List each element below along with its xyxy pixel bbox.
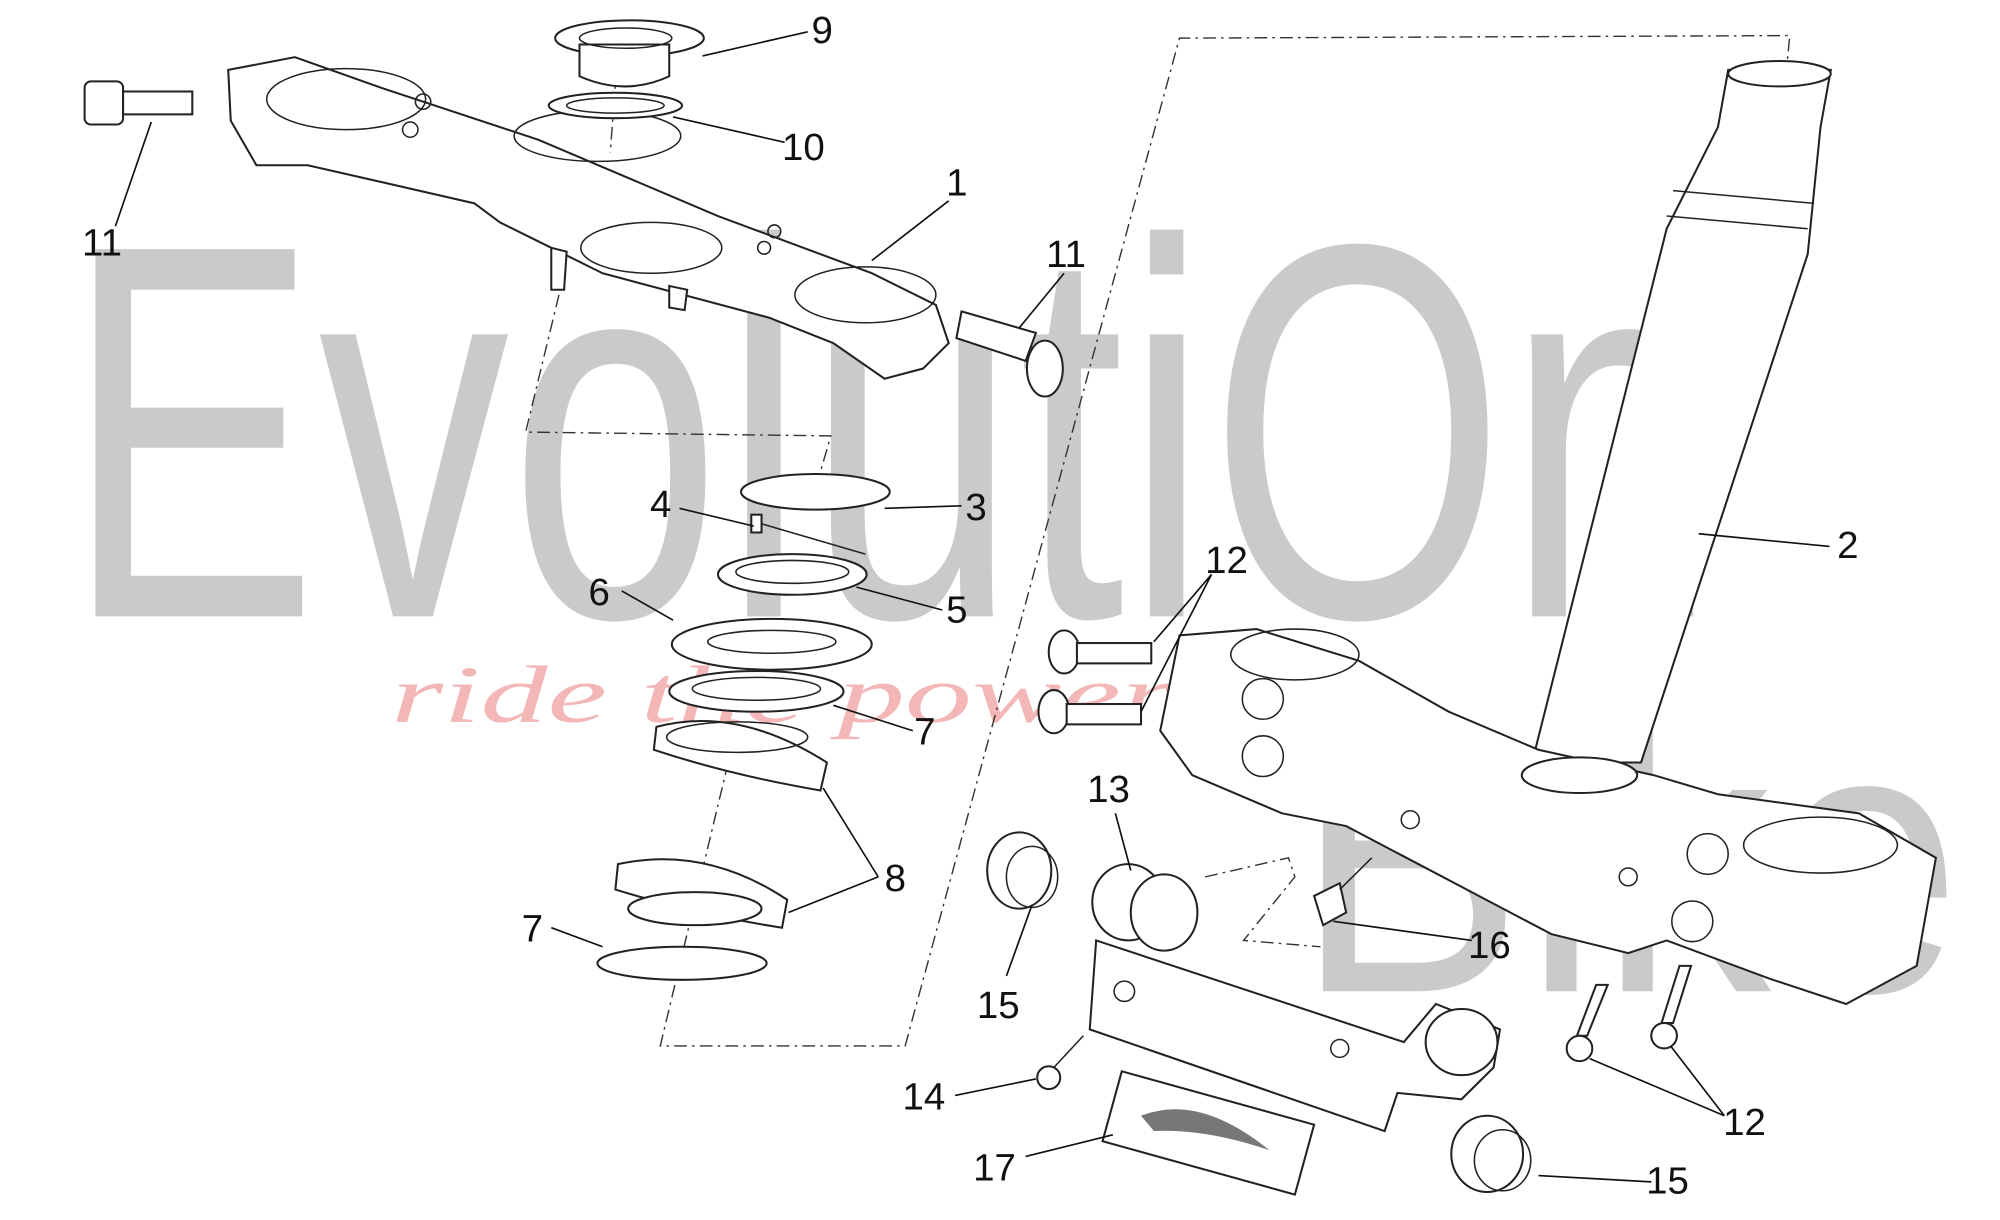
callout-6: 6 (588, 571, 609, 614)
callout-2: 2 (1837, 524, 1858, 567)
part-bracket (1088, 939, 1502, 1133)
callout-11-left: 11 (82, 222, 122, 265)
callout-1: 1 (946, 162, 967, 205)
callout-5: 5 (946, 589, 967, 632)
callout-15-right: 15 (1646, 1159, 1689, 1202)
callout-14: 14 (903, 1076, 946, 1119)
part-cap-nut (554, 19, 705, 88)
part-upper-triple-clamp (227, 56, 950, 380)
part-bearing-stack (596, 473, 891, 981)
callout-10: 10 (782, 126, 825, 169)
part-bushings (986, 831, 1532, 1194)
part-screw-left (83, 80, 194, 126)
callout-15-left: 15 (977, 984, 1020, 1027)
callout-7-upper: 7 (914, 711, 935, 754)
callout-17: 17 (973, 1147, 1016, 1190)
part-decal-eagle (1101, 1070, 1316, 1196)
callout-4: 4 (650, 483, 671, 526)
part-washer (547, 91, 684, 120)
callout-8: 8 (885, 857, 906, 900)
part-lower-triple-clamp (1159, 628, 1938, 1006)
part-steering-stem (1530, 59, 1832, 764)
part-small-screw (1036, 1035, 1084, 1091)
callout-3: 3 (965, 486, 986, 529)
callout-7-lower: 7 (522, 908, 543, 951)
callout-9: 9 (812, 9, 833, 52)
part-screw-right (955, 310, 1064, 398)
callout-12-lower: 12 (1723, 1101, 1766, 1144)
leader-lines (114, 30, 1830, 1183)
callout-16: 16 (1468, 924, 1511, 967)
callout-12-upper: 12 (1205, 539, 1248, 582)
callout-11-right: 11 (1046, 233, 1086, 276)
part-screws-12 (1037, 629, 1693, 1063)
callout-labels: 9 10 1 11 11 3 4 5 6 7 8 7 2 12 13 15 16… (82, 9, 1859, 1202)
callout-13: 13 (1087, 768, 1130, 811)
part-fitting (1312, 857, 1373, 927)
watermark-brand-left: EvolutiOn (64, 133, 1718, 729)
